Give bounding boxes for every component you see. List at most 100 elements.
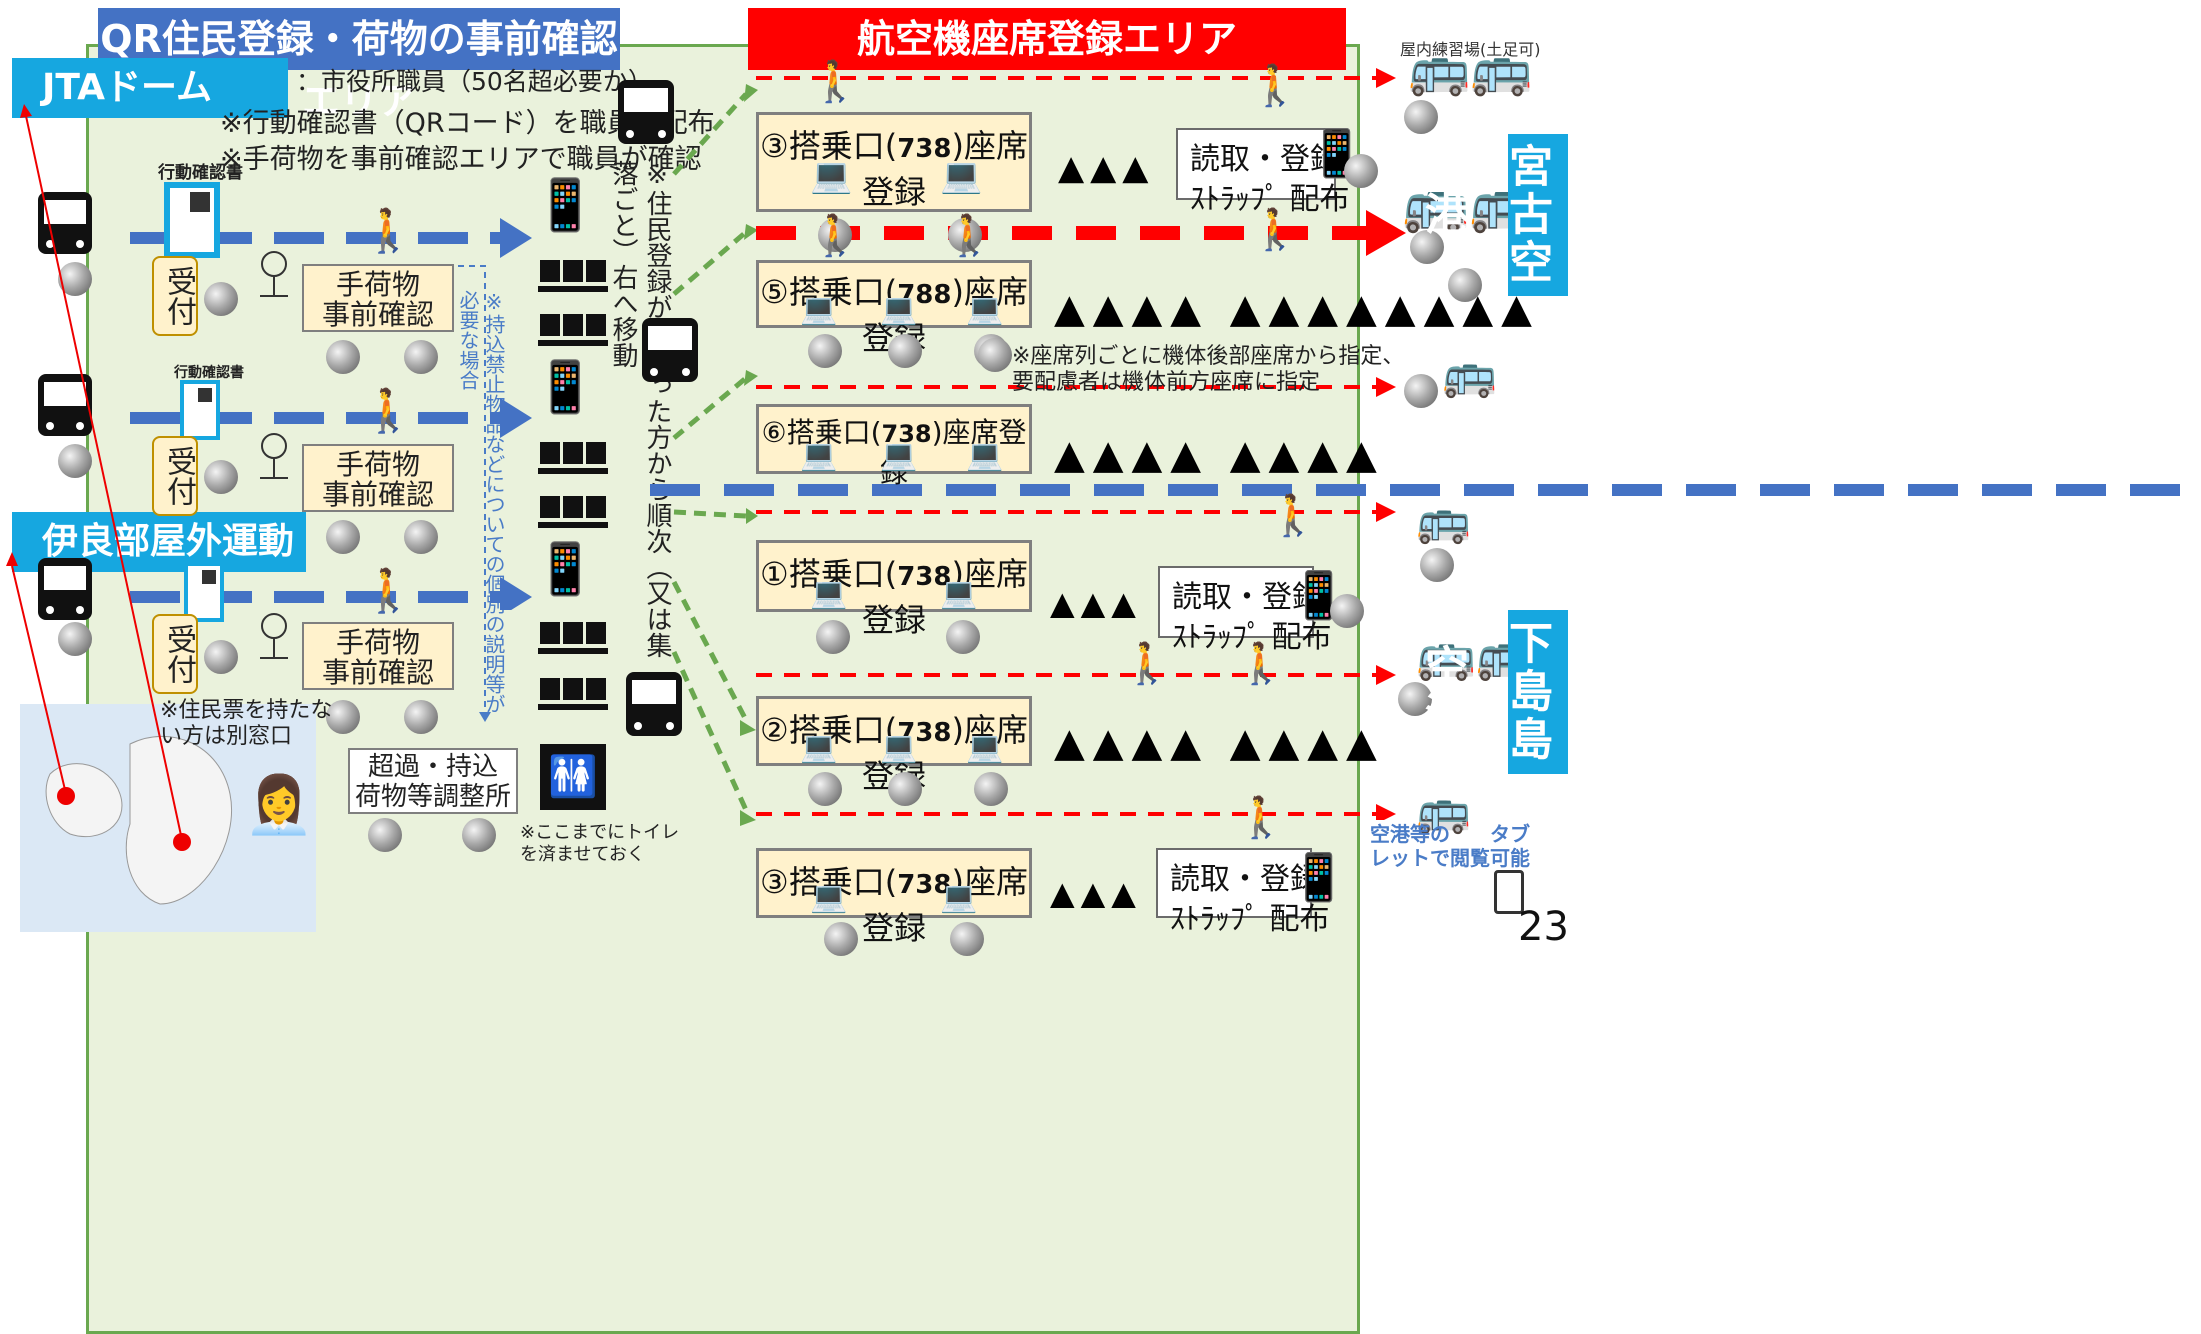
prohibited-dashed-line xyxy=(458,265,491,722)
staff-icon xyxy=(948,218,982,252)
staff-icon xyxy=(824,922,858,956)
laptop-icon: 💻 xyxy=(880,292,918,327)
bus-group-icon: 🚌 xyxy=(1416,495,1471,546)
operation-area xyxy=(86,44,1360,1334)
walker-icon: 🚶 xyxy=(1122,641,1172,687)
gate-number: ⑥ xyxy=(761,416,787,449)
staff-legend: ：市役所職員（50名超必要か） xyxy=(296,67,653,96)
toilet-note: ※ここまでにトイレ を済ませておく xyxy=(520,822,680,865)
gate-box: ③搭乗口(738)座席登録 xyxy=(756,112,1032,212)
move-order-note: ※住民登録が終わった方から順次（又は集落ごと）右へ移動 xyxy=(608,160,672,658)
gate-code: 738 xyxy=(897,134,952,164)
gate-code: 738 xyxy=(881,420,932,448)
seat-row-icon xyxy=(538,678,608,710)
indoor-note: 屋内練習場(土足可) xyxy=(1400,40,1541,59)
reception-box: 受付 xyxy=(152,614,198,694)
green-flow-arrows xyxy=(671,84,758,826)
laptop-icon: 💻 xyxy=(940,880,978,915)
red-lanes xyxy=(756,68,1406,820)
walker-icon: 🚶 xyxy=(1236,641,1286,687)
gate-text: )座席登録 xyxy=(861,555,1028,639)
walker-icon: 🚶 xyxy=(1268,493,1318,539)
walker-icon: 🚶 xyxy=(810,59,860,105)
island-shape xyxy=(45,735,232,905)
inspection-icon xyxy=(260,251,288,297)
staff-icon xyxy=(946,620,980,654)
staff-icon xyxy=(1344,154,1378,188)
gate-code: 738 xyxy=(897,870,952,900)
baggage-check-box: 手荷物 事前確認 xyxy=(302,622,454,690)
walker-icon: 🚶 xyxy=(362,386,415,435)
staff-icon xyxy=(58,622,92,656)
walker-icon: 🚶 xyxy=(944,213,994,259)
qr-phone-icon: 📱 xyxy=(534,358,597,416)
laptop-icon: 💻 xyxy=(810,880,848,915)
island-map xyxy=(20,704,316,932)
toilet-icon: 🚻 xyxy=(540,744,606,810)
seat-area-header: 航空機座席登録エリア xyxy=(748,8,1346,70)
seat-order-note: ※座席列ごとに機体後部座席から指定、 要配慮者は機体前方座席に指定 xyxy=(1012,344,1405,395)
laptop-icon: 💻 xyxy=(880,730,918,765)
seat-row-icon xyxy=(538,496,608,528)
seat-row-icon xyxy=(538,260,608,292)
gate-box: ②搭乗口(738)座席登録 xyxy=(756,696,1032,795)
staff-icon xyxy=(888,772,922,806)
shimojishima-airport-label: 下島島空港 xyxy=(1417,610,1568,774)
map-pointer-lines xyxy=(6,104,191,851)
staff-icon xyxy=(1420,548,1454,582)
qr-document-icon xyxy=(180,380,220,440)
gate-number: ① xyxy=(760,555,789,593)
staff-icon xyxy=(404,700,438,734)
bus-icon xyxy=(626,672,682,736)
gate-code: 788 xyxy=(897,280,952,310)
gate-number: ② xyxy=(760,711,789,749)
blue-divider-line xyxy=(650,484,2200,496)
gate-text: 搭乗口( xyxy=(788,863,898,901)
gate-code: 738 xyxy=(897,718,952,748)
gate-text: )座席登録 xyxy=(861,127,1028,211)
no-resident-card-note: ※住民票を持たな い方は別窓口 xyxy=(160,698,333,749)
inspection-icon xyxy=(260,613,288,659)
gate-box: ⑤搭乗口(788)座席登録 xyxy=(756,260,1032,357)
seat-row-icon xyxy=(538,622,608,654)
gate-text: 搭乗口( xyxy=(788,711,898,749)
walker-icon: 🚶 xyxy=(1250,63,1300,109)
gate-number: ⑤ xyxy=(760,273,789,311)
staff-icon xyxy=(368,818,402,852)
cone-row: ▲▲▲ xyxy=(1050,584,1142,622)
laptop-icon: 💻 xyxy=(800,292,838,327)
bus-icon xyxy=(618,80,674,144)
phone-icon: 📱 xyxy=(1290,850,1348,904)
laptop-icon: 💻 xyxy=(966,438,1004,473)
tablet-note: 空港等の タブ レットで閲覧可能 xyxy=(1370,822,1530,870)
staff-icon xyxy=(58,444,92,478)
resident-illustration: 👩‍💼 xyxy=(244,773,314,838)
cone-row: ▲▲▲▲ ▲▲▲▲ xyxy=(1054,432,1385,478)
walker-icon: 🚶 xyxy=(810,213,860,259)
staff-icon xyxy=(1404,100,1438,134)
reception-box: 受付 xyxy=(152,256,198,336)
staff-icon xyxy=(326,700,360,734)
bus-icon xyxy=(642,318,698,382)
walker-icon: 🚶 xyxy=(1250,207,1300,253)
inspection-icon xyxy=(260,433,288,479)
walker-icon: 🚶 xyxy=(362,206,415,255)
baggage-check-box: 手荷物 事前確認 xyxy=(302,264,454,332)
walker-icon: 🚶 xyxy=(362,566,415,615)
jta-dome-label: JTAドーム xyxy=(12,58,288,118)
seat-row-icon xyxy=(538,442,608,474)
qr-phone-icon: 📱 xyxy=(534,176,597,234)
bus-icon xyxy=(38,374,92,436)
reader-station: 読取・登録 ｽﾄﾗｯﾌﾟ 配布 xyxy=(1176,128,1350,217)
laptop-icon: 💻 xyxy=(940,576,978,611)
staff-icon xyxy=(1448,268,1482,302)
staff-icon xyxy=(808,772,842,806)
gate-text: 搭乗口( xyxy=(788,273,898,311)
bus-group-icon: 🚌 xyxy=(1416,785,1471,836)
staff-icon xyxy=(204,460,238,494)
cone-row: ▲▲▲▲ ▲▲▲▲ xyxy=(1054,720,1385,766)
bus-icon xyxy=(38,558,92,620)
doc-label: 行動確認書 xyxy=(174,365,244,381)
staff-icon xyxy=(808,334,842,368)
gate-text: 搭乗口( xyxy=(788,555,898,593)
